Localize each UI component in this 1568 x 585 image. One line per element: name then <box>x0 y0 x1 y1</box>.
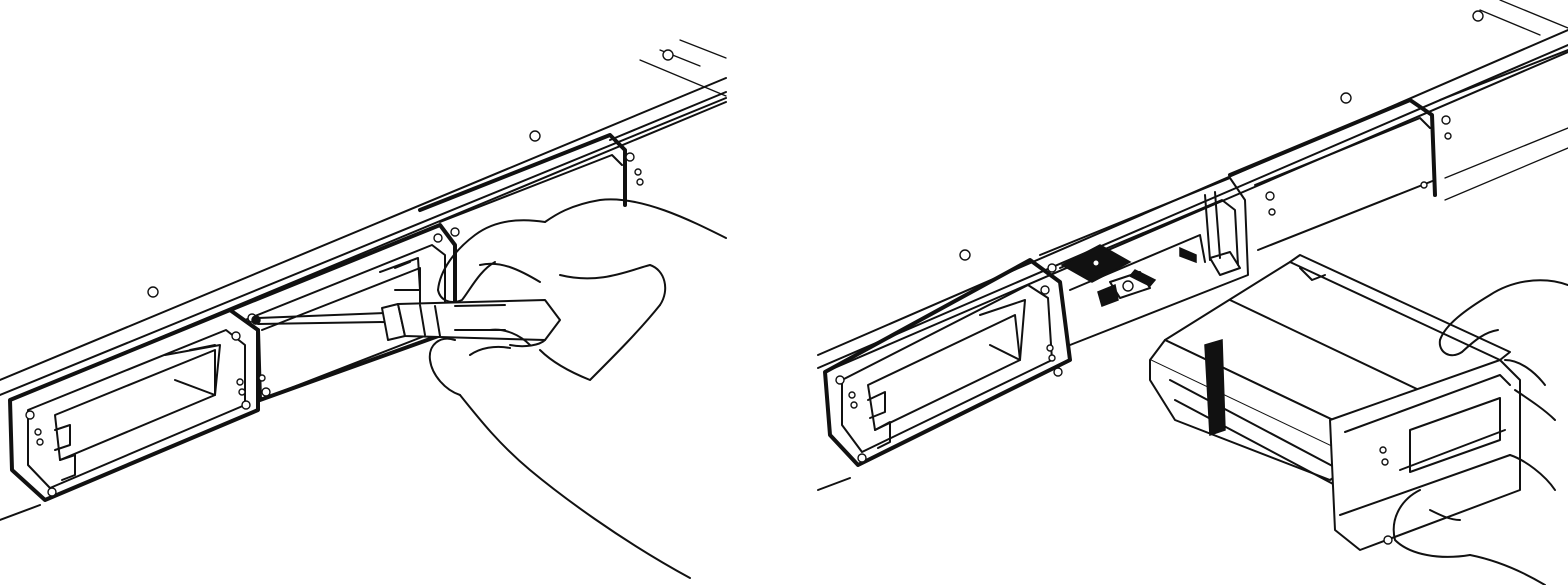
screw-hole-icon <box>1048 354 1056 362</box>
screw-icon <box>529 130 541 142</box>
screw-hole-icon <box>34 428 42 436</box>
covered-slot-3-right <box>1228 98 1452 251</box>
screw-hole-icon <box>1381 458 1389 466</box>
screw-hole-icon <box>433 233 443 243</box>
screw-hole-icon <box>1444 132 1452 140</box>
screw-hole-icon <box>258 374 266 382</box>
screw-hole-icon <box>25 410 35 420</box>
screw-icon <box>1340 92 1352 104</box>
screw-hole-icon <box>850 401 858 409</box>
screw-hole-icon <box>36 438 44 446</box>
screw-hole-icon <box>1047 263 1057 273</box>
rack-front-right <box>817 49 1568 491</box>
screw-hole-icon <box>835 375 845 385</box>
screw-hole-icon <box>848 391 856 399</box>
screw-icon <box>959 249 971 261</box>
screw-hole-icon <box>47 487 57 497</box>
empty-slot-1 <box>8 308 260 502</box>
screw-icon <box>662 49 674 61</box>
screw-icon <box>147 286 159 298</box>
screw-hole-icon <box>634 168 642 176</box>
latch-screw-icon <box>1122 280 1134 292</box>
screw-hole-icon <box>857 453 867 463</box>
module-icon <box>1149 254 1521 551</box>
covered-slot-3 <box>418 133 644 223</box>
left-panel <box>0 39 727 579</box>
screw-hole-icon <box>261 387 271 397</box>
screw-hole-icon <box>231 331 241 341</box>
screw-hole-icon <box>636 178 644 186</box>
screw-hole-icon <box>1420 181 1428 189</box>
hand-icon <box>1392 279 1568 585</box>
screw-hole-icon <box>241 400 251 410</box>
screw-hole-icon <box>625 152 635 162</box>
screw-hole-icon <box>238 388 246 396</box>
screw-hole-icon <box>1053 367 1063 377</box>
screw-hole-icon <box>236 378 244 386</box>
screw-hole-icon <box>1046 344 1054 352</box>
empty-slot-1-right <box>823 258 1072 467</box>
screw-hole-icon <box>1383 535 1393 545</box>
screw-hole-icon <box>1265 191 1275 201</box>
hand-icon <box>428 198 727 579</box>
screw-hole-icon <box>1268 208 1276 216</box>
screw-icon <box>1472 10 1484 22</box>
open-slot-2-right <box>1039 177 1249 346</box>
screw-hole-icon <box>1379 446 1387 454</box>
rack-front-left <box>0 91 727 521</box>
screwdriver-icon <box>251 299 561 341</box>
rack-top-left <box>0 39 727 396</box>
screw-hole-icon <box>1441 115 1451 125</box>
right-panel <box>817 0 1568 585</box>
latch-screw-icon <box>1093 260 1099 266</box>
screw-hole-icon <box>450 227 460 237</box>
screw-hole-icon <box>1040 285 1050 295</box>
